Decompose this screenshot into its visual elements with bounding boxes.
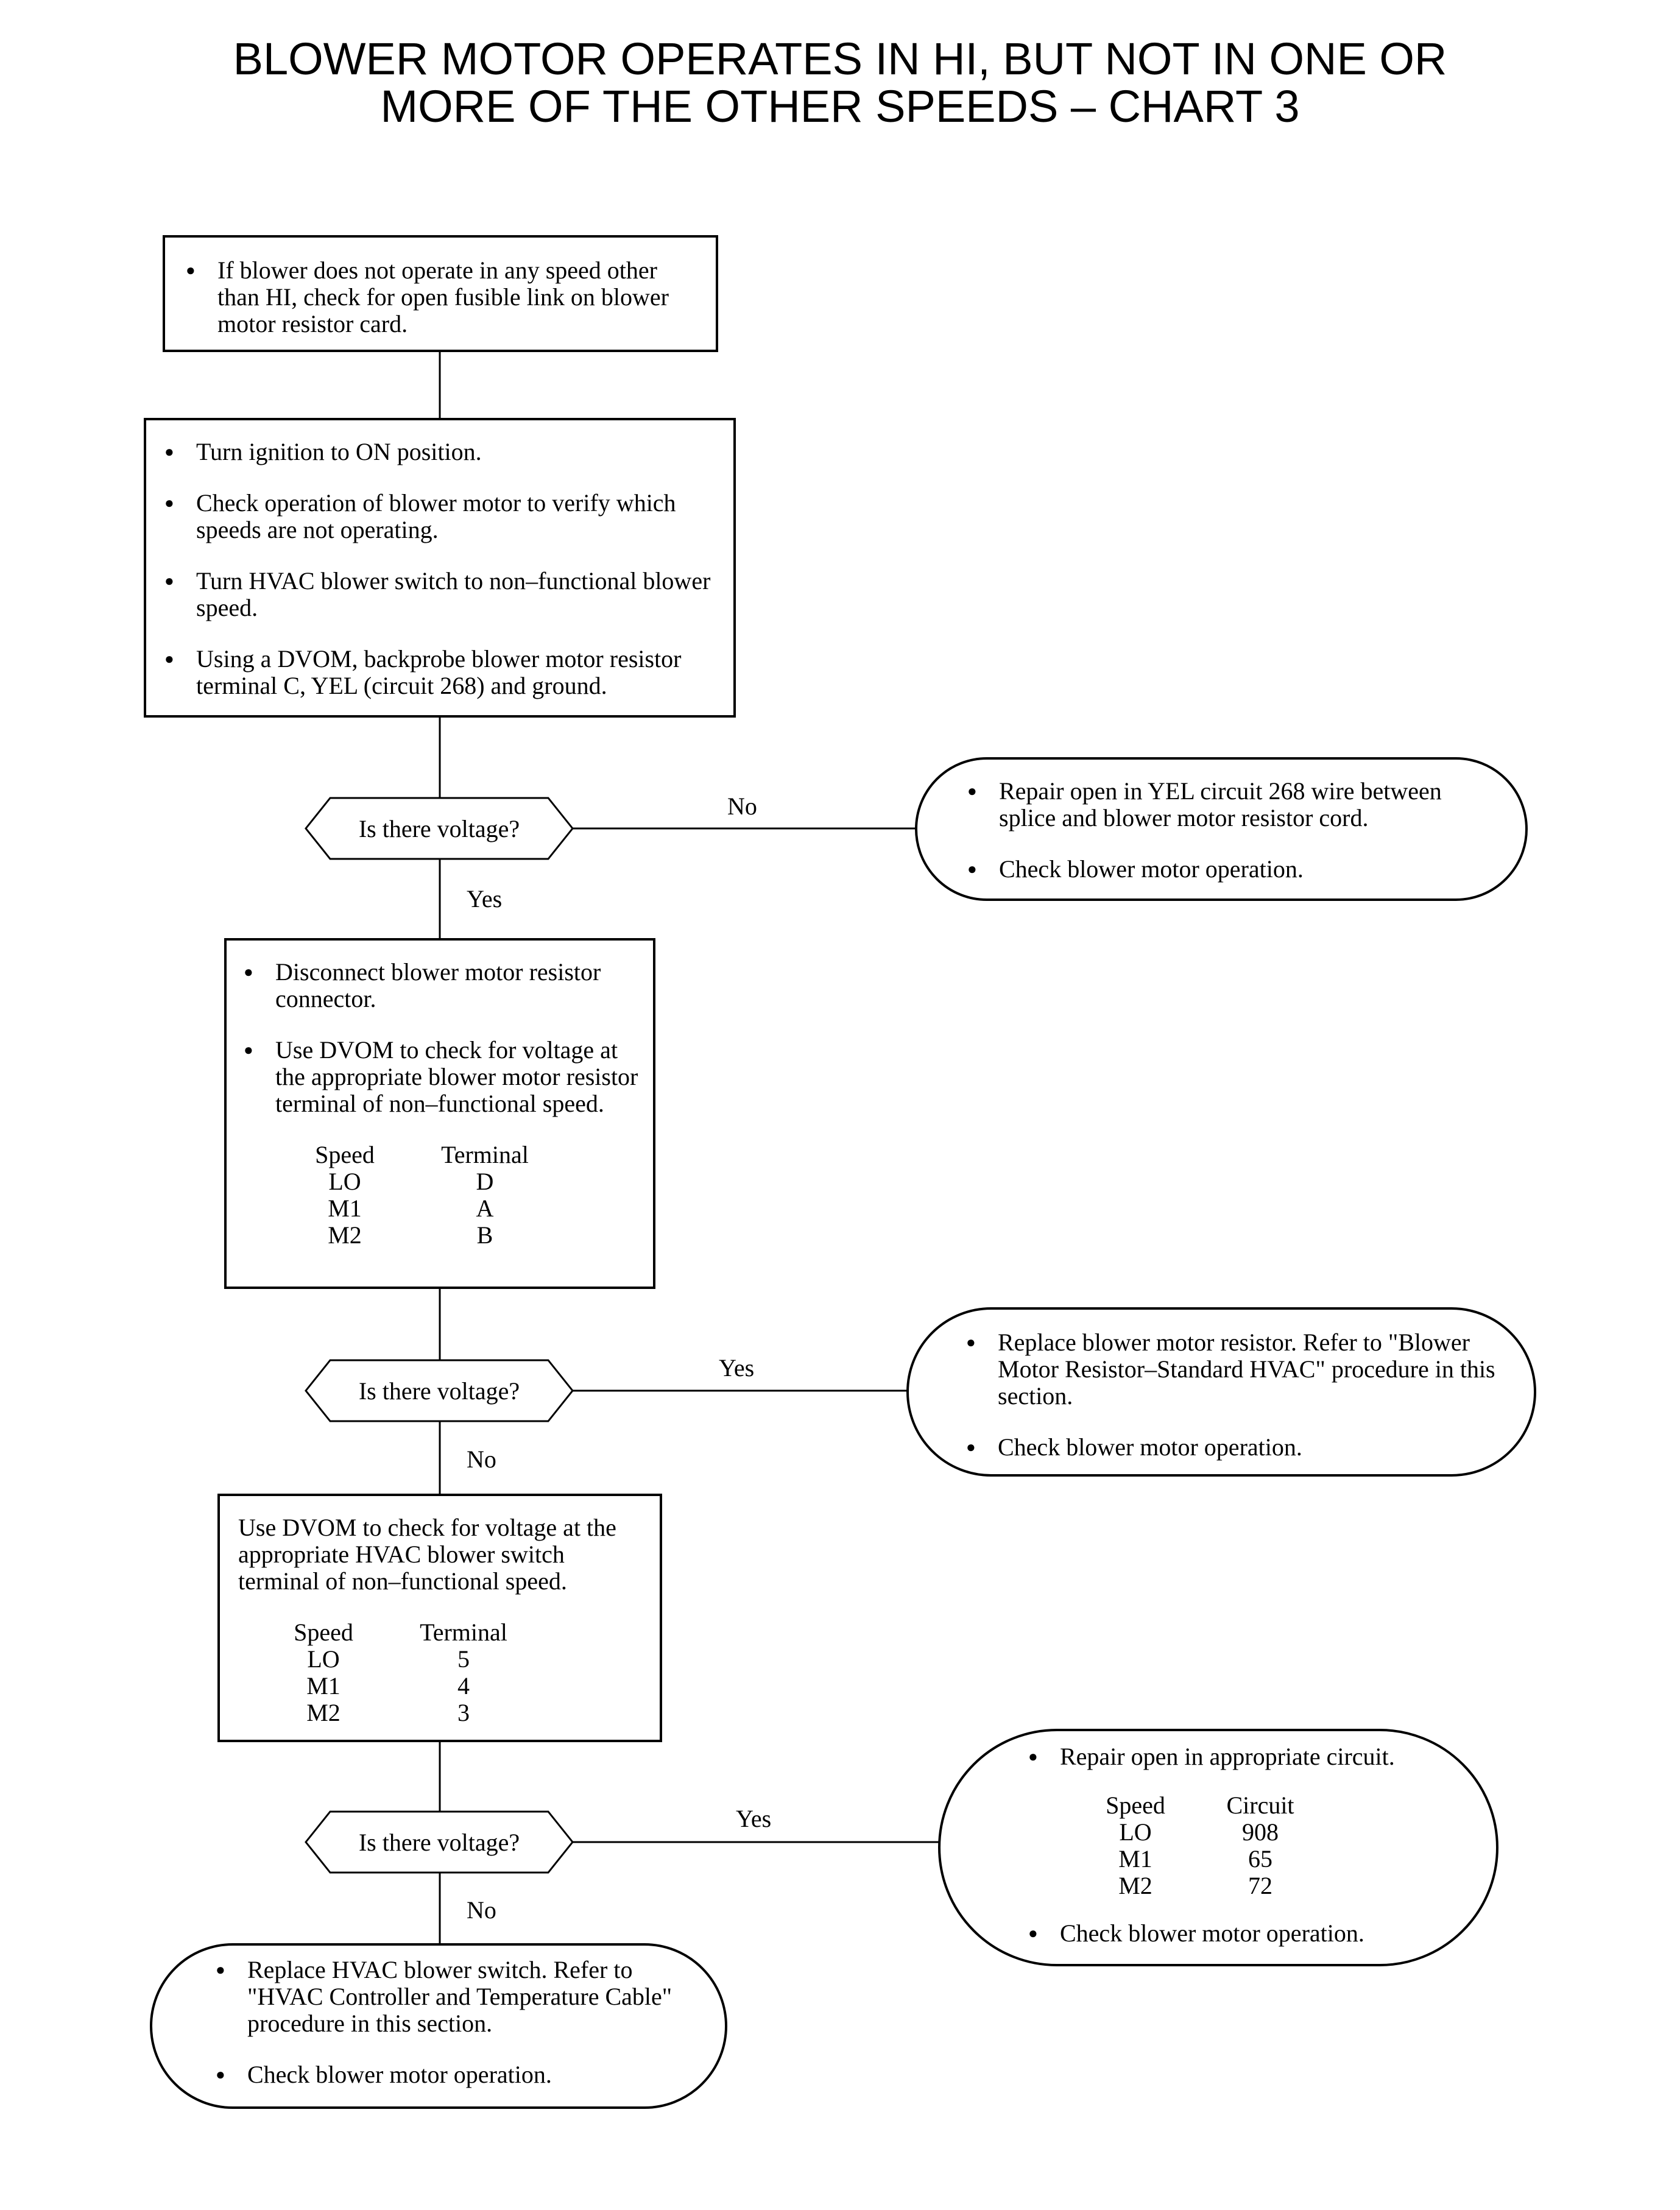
decision1-shape: Is there voltage? [305,797,574,860]
result1-item: Check blower motor operation. [959,856,1501,883]
step3-terminal-table: Speed Terminal LO D M1 A M2 B [296,1142,576,1249]
step1-item: If blower does not operate in any speed … [177,257,704,337]
step1-box: If blower does not operate in any speed … [163,235,718,352]
step3-box: Disconnect blower motor resistor connect… [224,938,655,1289]
decision2-yes-label: Yes [719,1354,755,1382]
step2-box: Turn ignition to ON position. Check oper… [144,418,736,718]
decision2-shape: Is there voltage? [305,1359,574,1422]
result4-item: Check blower motor operation. [207,2061,701,2089]
table-header: Speed [1106,1792,1165,1819]
decision2-no-label: No [467,1446,496,1473]
table-row: M2 B [328,1221,493,1249]
result3-circuit-table: Speed Circuit LO 908 M1 65 M2 72 [1087,1792,1336,1899]
table-header: Terminal [441,1141,529,1168]
decision3-yes-label: Yes [736,1805,772,1832]
result4-oval: Replace HVAC blower switch. Refer to "HV… [150,1943,727,2109]
result1-oval: Repair open in YEL circuit 268 wire betw… [915,757,1528,901]
decision3-no-label: No [467,1896,496,1924]
decision3-shape: Is there voltage? [305,1810,574,1874]
step2-item: Check operation of blower motor to verif… [156,490,719,543]
decision1-no-label: No [727,793,757,820]
table-row: M2 3 [306,1699,470,1726]
step4-box: Use DVOM to check for voltage at the app… [217,1494,662,1742]
step2-item: Turn ignition to ON position. [156,439,719,466]
step3-item: Use DVOM to check for voltage at the app… [235,1037,644,1117]
step4-terminal-table: Speed Terminal LO 5 M1 4 M2 3 [275,1619,555,1726]
table-row: LO 5 [307,1645,470,1673]
chart-title: BLOWER MOTOR OPERATES IN HI, BUT NOT IN … [0,35,1680,130]
table-row: M2 72 [1118,1872,1272,1899]
chart-title-line-2: MORE OF THE OTHER SPEEDS – CHART 3 [380,81,1300,132]
chart-title-line-1: BLOWER MOTOR OPERATES IN HI, BUT NOT IN … [233,34,1447,84]
decision1-label: Is there voltage? [358,814,520,842]
result3-item: Check blower motor operation. [1020,1920,1472,1947]
step4-text: Use DVOM to check for voltage at the app… [238,1514,616,1595]
table-header: Terminal [420,1619,507,1646]
decision1-yes-label: Yes [467,885,503,913]
result2-oval: Replace blower motor resistor. Refer to … [906,1307,1536,1477]
table-header: Speed [294,1619,353,1646]
step3-item: Disconnect blower motor resistor connect… [235,959,644,1012]
table-header: Circuit [1226,1792,1294,1819]
result3-item: Repair open in appropriate circuit. [1020,1743,1472,1771]
table-row: LO 908 [1119,1818,1279,1846]
decision2-label: Is there voltage? [358,1377,520,1405]
result4-item: Replace HVAC blower switch. Refer to "HV… [207,1957,701,2037]
table-row: LO D [328,1168,494,1195]
table-header: Speed [315,1141,375,1168]
result3-oval: Repair open in appropriate circuit. Spee… [938,1729,1498,1966]
table-row: M1 65 [1118,1845,1272,1873]
step2-item: Turn HVAC blower switch to non–functiona… [156,568,719,621]
decision3-label: Is there voltage? [358,1828,520,1856]
table-row: M1 4 [306,1672,470,1700]
step2-item: Using a DVOM, backprobe blower motor res… [156,646,719,699]
table-row: M1 A [328,1195,494,1222]
result2-item: Replace blower motor resistor. Refer to … [958,1329,1509,1410]
result1-item: Repair open in YEL circuit 268 wire betw… [959,778,1501,831]
result2-item: Check blower motor operation. [958,1434,1509,1461]
